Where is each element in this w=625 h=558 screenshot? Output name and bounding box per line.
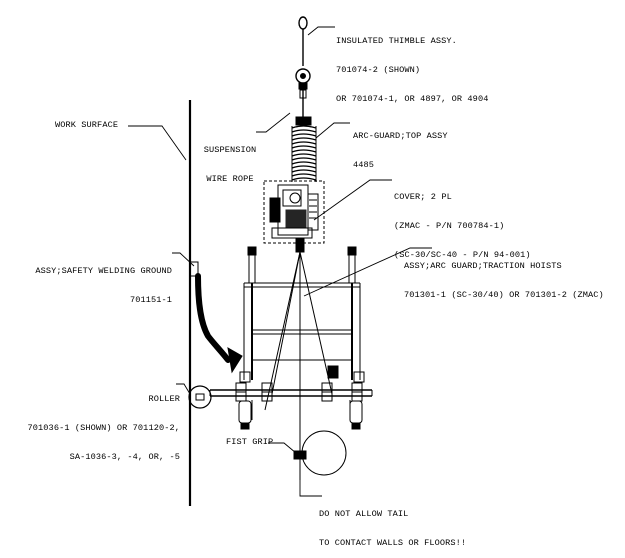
fist-grip-label: FIST GRIP: [226, 437, 274, 447]
roller-wheel: [188, 385, 212, 409]
arc-guard-top-line1: ARC-GUARD;TOP ASSY: [353, 131, 448, 142]
suspension-label-line2: WIRE ROPE: [206, 173, 254, 184]
arc-guard-hoists-line2: 701301-1 (SC-30/40) OR 701301-2 (ZMAC): [404, 289, 604, 300]
technical-drawing: [128, 16, 432, 506]
thimble-label-line3: OR 701074-1, OR 4897, OR 4904: [336, 93, 489, 104]
suspension-wire-rope-label: SUSPENSION WIRE ROPE: [200, 127, 260, 194]
cover-label: COVER; 2 PL (ZMAC - P/N 700784-1) (SC-30…: [394, 174, 531, 270]
tail-warning-line2: TO CONTACT WALLS OR FLOORS!!: [319, 537, 467, 548]
tail-warning-label: DO NOT ALLOW TAIL TO CONTACT WALLS OR FL…: [319, 491, 466, 558]
cover-label-line3: (SC-30/SC-40 - P/N 94-001): [394, 249, 531, 260]
arc-guard-top-line2: 4485: [353, 159, 375, 170]
rope-tail-loop: [301, 430, 347, 476]
safety-welding-ground: [189, 261, 243, 374]
safety-ground-line1: ASSY;SAFETY WELDING GROUND: [35, 266, 172, 277]
roller-label-line3: SA-1036-3, -4, OR, -5: [69, 451, 180, 462]
hoist-rope-line: [264, 251, 333, 480]
safety-ground-label: ASSY;SAFETY WELDING GROUND 701151-1: [2, 248, 172, 315]
suspension-wire-rope: [295, 16, 311, 120]
arc-guard-top-coil: [291, 116, 317, 182]
platform-rail: [209, 382, 373, 402]
suspension-label-line1: SUSPENSION: [203, 145, 257, 156]
thimble-label: INSULATED THIMBLE ASSY. 701074-2 (SHOWN)…: [336, 18, 488, 114]
thimble-label-line1: INSULATED THIMBLE ASSY.: [336, 36, 457, 47]
fist-grip: [293, 450, 307, 460]
hoist-cover: [263, 180, 325, 253]
roller-label: ROLLER 701036-1 (SHOWN) OR 701120-2, SA-…: [2, 376, 180, 472]
cover-label-line1: COVER; 2 PL: [394, 192, 452, 203]
tail-warning-line1: DO NOT ALLOW TAIL: [319, 509, 409, 520]
roller-label-line2: 701036-1 (SHOWN) OR 701120-2,: [27, 422, 180, 433]
roller-label-line1: ROLLER: [148, 394, 180, 405]
work-surface-label: WORK SURFACE: [55, 120, 119, 130]
safety-ground-line2: 701151-1: [129, 294, 172, 305]
leader-lines: [128, 26, 432, 497]
platform-feet: [238, 400, 363, 430]
arc-guard-hoists-label: ASSY;ARC GUARD;TRACTION HOISTS 701301-1 …: [404, 243, 604, 310]
arc-guard-top-label: ARC-GUARD;TOP ASSY 4485: [353, 113, 448, 180]
cover-label-line2: (ZMAC - P/N 700784-1): [394, 220, 505, 231]
arc-guard-hoists-line1: ASSY;ARC GUARD;TRACTION HOISTS: [404, 261, 562, 272]
stirrup-frame: [239, 246, 365, 383]
thimble-label-line2: 701074-2 (SHOWN): [336, 64, 421, 75]
